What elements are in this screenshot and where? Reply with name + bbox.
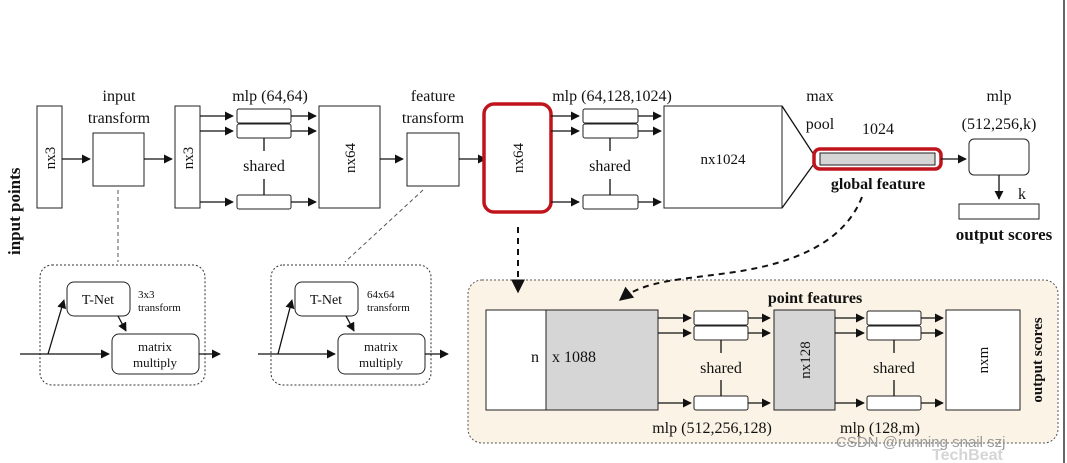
feature-transform-label-1: feature (411, 88, 455, 105)
point-features-label: point features (768, 290, 862, 307)
feature-transform-label-2: transform (402, 110, 465, 127)
nx3-input-block (36, 105, 63, 209)
tnet-right-label: T-Net (310, 293, 342, 308)
tnet-left-arrows (20, 299, 221, 359)
max-pool-line-top (781, 105, 817, 159)
max-pool-line-bottom (781, 160, 817, 209)
tnet-left-transform-1: 3x3 (138, 289, 155, 301)
seg-mlp-a-label: mlp (512,256,128) (652, 420, 772, 437)
nx3-transformed-block (174, 105, 201, 209)
input-points-label: input points (5, 167, 24, 255)
techbeat-watermark: TechBeat (932, 447, 1004, 463)
mlp1-shared-layers (200, 108, 317, 210)
shared-label-1: shared (243, 158, 285, 175)
tnet-right-panel (270, 264, 432, 386)
pool-label: pool (806, 116, 835, 133)
tnet-right-connector (344, 189, 424, 263)
csdn-watermark: CSDN @running snail szj (836, 434, 1005, 451)
nx3-transformed-label: nx3 (181, 147, 197, 170)
k-label: k (1018, 186, 1026, 203)
output-scores-label: output scores (956, 225, 1053, 244)
tnet-left-matmul-1: matrix (138, 339, 172, 354)
tnet-left-panel (39, 264, 206, 386)
x1088-label: x 1088 (552, 349, 596, 366)
tnet-right-box (294, 281, 359, 317)
nx1024-block (663, 105, 783, 209)
output-scores-bar (958, 203, 1040, 220)
tnet-right-arrows (258, 299, 449, 359)
nx64-highlight-block (482, 102, 553, 214)
nx64-highlight-label: nx64 (511, 143, 527, 174)
input-transform-label-2: transform (88, 110, 151, 127)
dashed-arrow-global-features (618, 196, 863, 301)
tnet-left-box (66, 281, 131, 317)
cls-mlp-box (968, 138, 1030, 176)
tnet-left-matmul-2: multiply (133, 355, 178, 370)
tnet-right-transform-2: transform (367, 302, 410, 314)
global-feature-label: global feature (831, 176, 925, 193)
global-feature-vector (819, 152, 936, 166)
cls-mlp-label-1: mlp (987, 88, 1012, 105)
tnet-left-label: T-Net (82, 293, 114, 308)
max-label: max (806, 88, 834, 105)
seg-mlp-b-label: mlp (128,m) (840, 420, 920, 437)
nxm-label: nxm (976, 346, 992, 373)
seg-shared-label-b: shared (873, 360, 915, 377)
mlp-64-128-1024-label: mlp (64,128,1024) (552, 88, 672, 105)
seg-mlp-b-shared-layers (835, 310, 944, 411)
tnet-right-transform-1: 64x64 (367, 289, 395, 301)
tnet-right-matmul-2: multiply (359, 355, 404, 370)
dim-1024-label: 1024 (862, 121, 894, 138)
nx64-block (318, 105, 381, 209)
mlp-64-64-label: mlp (64,64) (232, 88, 308, 105)
seg-shared-label-a: shared (700, 360, 742, 377)
nx64-label: nx64 (343, 143, 359, 174)
shared-label-2: shared (589, 158, 631, 175)
n-label: n (531, 349, 539, 366)
feature-transform-box (406, 132, 460, 187)
nx128-block (773, 309, 836, 411)
nx3-input-label: nx3 (43, 147, 59, 170)
input-transform-label-1: input (103, 88, 136, 105)
nx128-label: nx128 (798, 341, 814, 379)
seg-output-scores-label: output scores (1030, 317, 1046, 402)
seg-mlp-a-shared-layers (658, 310, 771, 411)
n-block (485, 309, 547, 411)
nxm-block (945, 309, 1021, 411)
tnet-right-matmul-1: matrix (364, 339, 398, 354)
nx1024-label: nx1024 (701, 152, 747, 168)
cls-mlp-label-2: (512,256,k) (962, 116, 1037, 133)
x1088-block (545, 309, 659, 411)
input-transform-box (92, 132, 145, 187)
tnet-left-transform-2: transform (138, 302, 181, 314)
mlp2-shared-layers (551, 108, 662, 210)
